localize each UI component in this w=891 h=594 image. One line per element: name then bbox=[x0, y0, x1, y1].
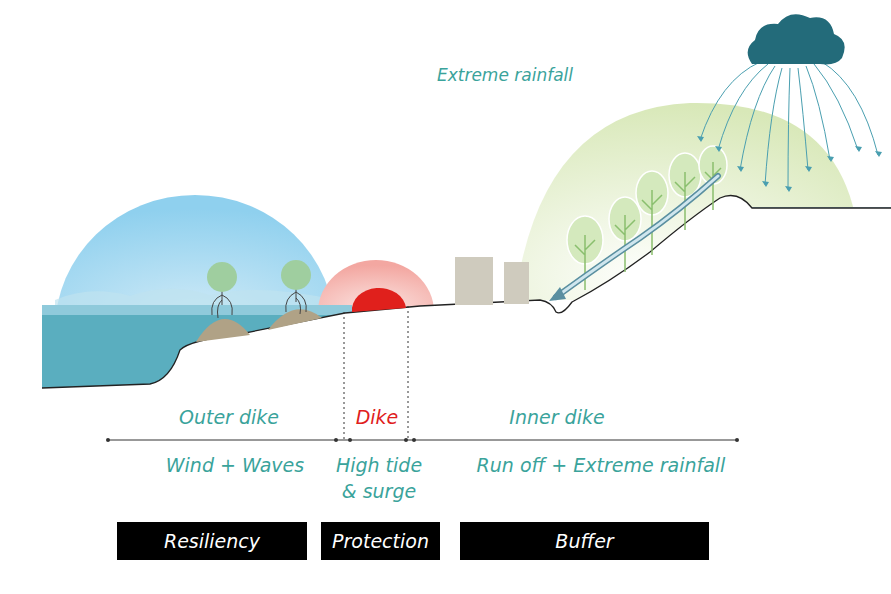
mangrove-tree bbox=[207, 262, 237, 292]
runoff-arrowhead bbox=[549, 287, 566, 301]
zone-title: Buffer bbox=[555, 530, 613, 552]
zone-title: Resiliency bbox=[164, 530, 260, 552]
building bbox=[455, 257, 493, 305]
zone-title: Protection bbox=[332, 530, 429, 552]
zone-label: High tide & surge bbox=[333, 453, 425, 504]
rain-lines bbox=[700, 62, 878, 190]
zone-label: Dike bbox=[356, 405, 399, 430]
mangrove-tree bbox=[281, 260, 311, 290]
slope-trees bbox=[567, 146, 727, 264]
zone-label: Wind + Waves bbox=[166, 453, 304, 478]
mangrove-mound bbox=[268, 309, 322, 330]
surge-dome bbox=[318, 260, 434, 312]
zone-label: Inner dike bbox=[509, 405, 604, 430]
mangrove-mound bbox=[196, 319, 250, 342]
zone-box: Protection bbox=[321, 522, 440, 560]
zone-box: Buffer bbox=[460, 522, 709, 560]
dike bbox=[352, 288, 406, 312]
ground-profile bbox=[42, 196, 891, 388]
building bbox=[504, 262, 529, 304]
rain-label: Extreme rainfall bbox=[437, 64, 573, 86]
zone-box: Resiliency bbox=[117, 522, 307, 560]
cloud bbox=[748, 14, 845, 64]
zone-bracket bbox=[108, 306, 737, 440]
zone-label: Run off + Extreme rainfall bbox=[477, 453, 726, 478]
zone-label: Outer dike bbox=[179, 405, 279, 430]
